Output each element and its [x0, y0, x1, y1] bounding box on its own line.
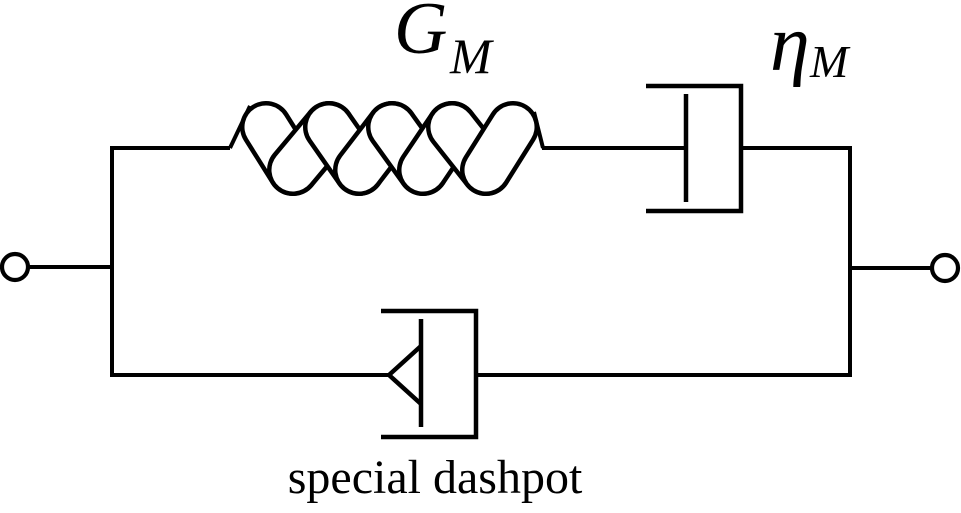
maxwell-dashpot-cylinder — [646, 83, 744, 214]
spring-label: G — [394, 0, 447, 70]
spring-exit-lead — [532, 111, 545, 149]
spring-coil — [228, 101, 545, 196]
special-dashpot-cone — [387, 344, 423, 406]
right-terminal — [929, 252, 961, 284]
special-dashpot-caption: special dashpot — [288, 451, 583, 504]
spring-label-subscript: M — [449, 28, 494, 84]
special-dashpot-cylinder — [381, 308, 479, 440]
eta-label: η — [770, 0, 810, 88]
circuit-wires — [28, 146, 932, 377]
eta-label-subscript: M — [809, 36, 851, 87]
spring-helix — [240, 101, 539, 196]
special-dashpot — [381, 308, 479, 440]
maxwell-dashpot — [646, 83, 744, 214]
left-terminal — [0, 251, 31, 283]
